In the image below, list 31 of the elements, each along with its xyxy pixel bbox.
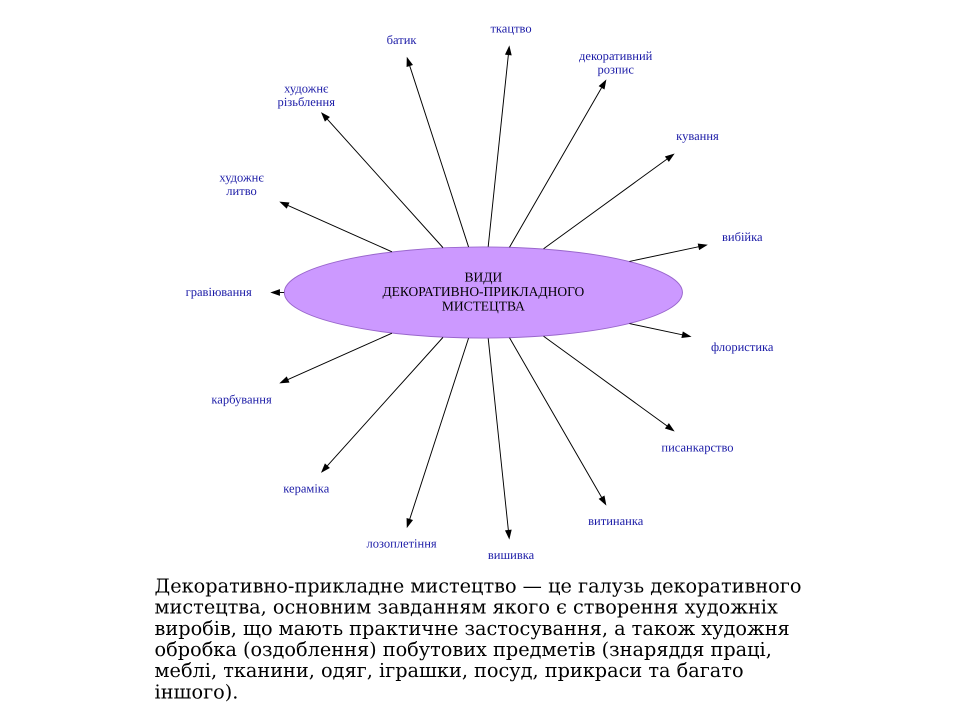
- arrow: [628, 323, 692, 338]
- node-text: кування: [676, 129, 719, 144]
- node-text: карбування: [211, 392, 272, 406]
- node-text: флористика: [711, 340, 774, 354]
- arrow: [320, 336, 444, 473]
- arrow: [543, 336, 675, 432]
- node-text: витинанка: [588, 514, 644, 528]
- arrow: [279, 202, 392, 252]
- node-text: декоративний розпис: [579, 48, 652, 76]
- node-text: батик: [386, 33, 417, 48]
- arrow: [509, 337, 606, 506]
- caption: Декоративно-прикладне мистецтво — це галузь декоративного мистецтва, основним завданням якого є створення художніх виробів, що мають практичне застосування, а також художня обробка (оздоблення) побутових предметів (знаряддя праці, меблі, тканини, одяг, іграшки, посуд, прикраси та багато іншого).: [154, 574, 802, 704]
- node-text: вибійка: [722, 230, 763, 244]
- node-text: кераміка: [283, 481, 330, 496]
- node-text: художнє різьблення: [278, 81, 335, 109]
- arrow: [270, 289, 285, 296]
- arrow: [543, 154, 675, 250]
- arrow: [406, 56, 470, 248]
- arrow: [279, 332, 392, 384]
- node-text: ткацтво: [490, 22, 532, 36]
- arrow: [488, 45, 512, 248]
- node-text: лозоплетіння: [366, 536, 437, 551]
- node-text: художнє литво: [219, 170, 264, 198]
- node-text: писанкарство: [661, 440, 734, 454]
- arrow: [509, 79, 606, 248]
- arrow: [406, 338, 470, 528]
- arrow: [628, 243, 708, 262]
- node-text: гравіювання: [186, 284, 252, 299]
- node-text: вишивка: [488, 548, 534, 562]
- arrow: [488, 338, 512, 540]
- arrow: [320, 112, 444, 248]
